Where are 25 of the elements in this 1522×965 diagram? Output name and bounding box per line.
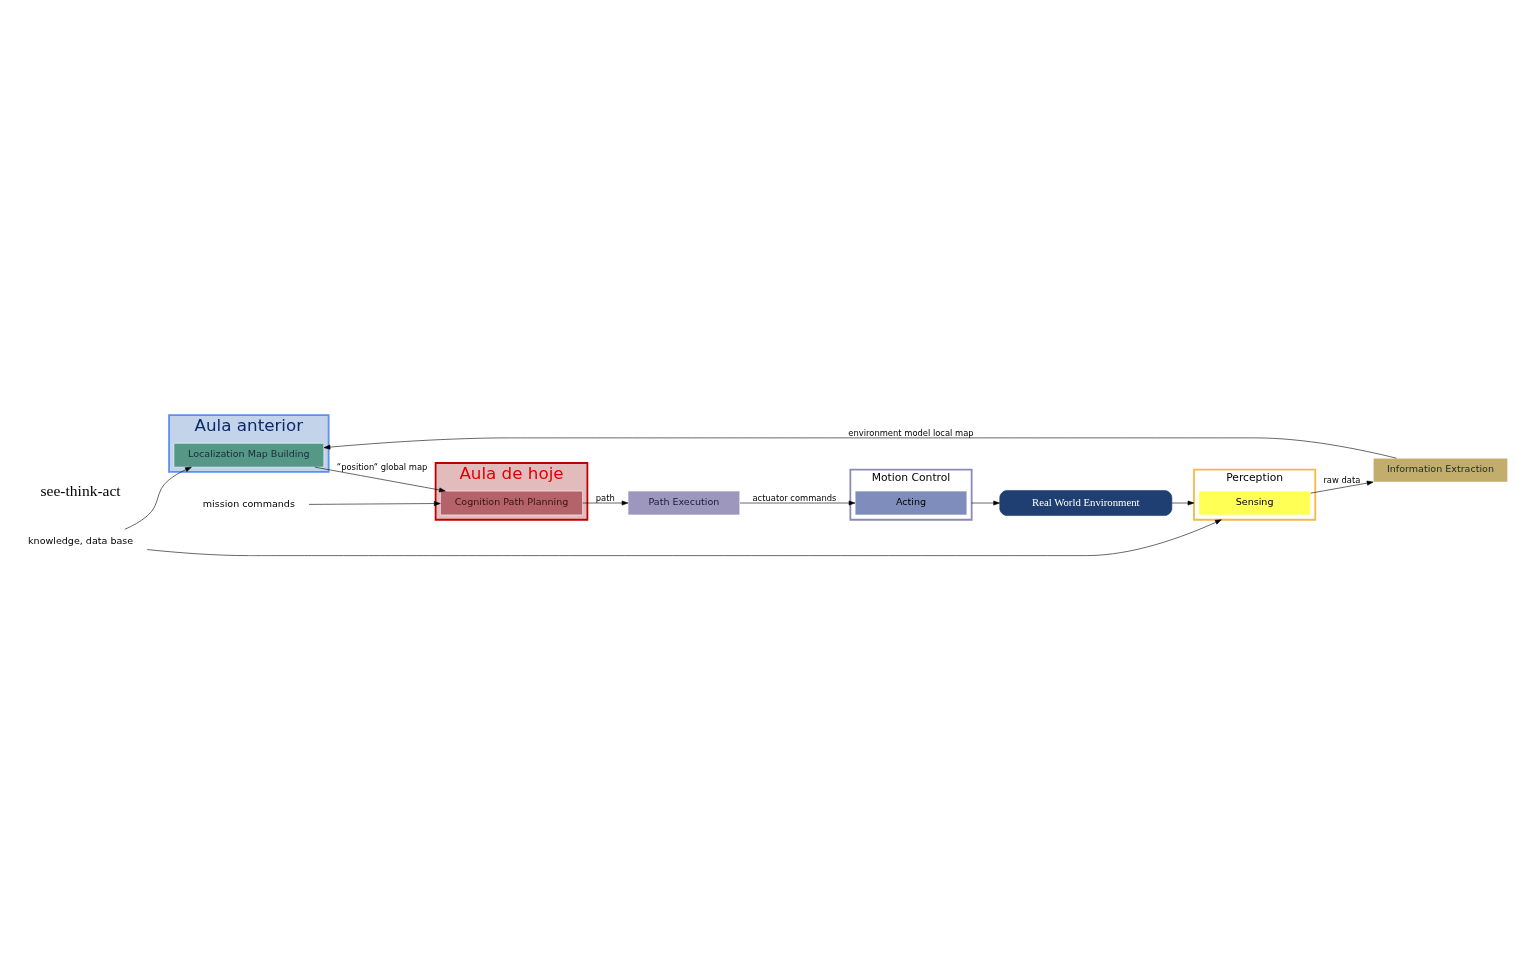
edge-label: raw data [1323,474,1361,485]
arrow [1171,500,1195,505]
node-box: Localization Map Building [173,442,325,467]
arrow [124,466,192,530]
node-box: Cognition Path Planning [440,490,583,515]
arrow [308,500,441,506]
arrow [314,466,446,492]
arrow [582,500,629,505]
node-box: Acting [854,490,968,515]
node-text: knowledge, data base [28,534,134,546]
node-box: Sensing [1198,490,1311,515]
edge-label: path [595,492,615,503]
arrow [146,518,1222,556]
edge-label: “position“ global map [336,461,428,472]
arrow [971,500,1000,505]
label: see-think-act [40,481,121,499]
arrow [739,500,856,505]
arrow [1310,480,1374,493]
node-box: Path Execution [627,490,741,515]
arrow [323,437,1397,458]
edge-label: actuator commands [752,492,837,503]
node-box: Real World Environment [999,489,1173,516]
node-box: Information Extraction [1372,457,1508,482]
edge-label: environment model local map [848,427,974,438]
node-text: mission commands [202,497,295,509]
